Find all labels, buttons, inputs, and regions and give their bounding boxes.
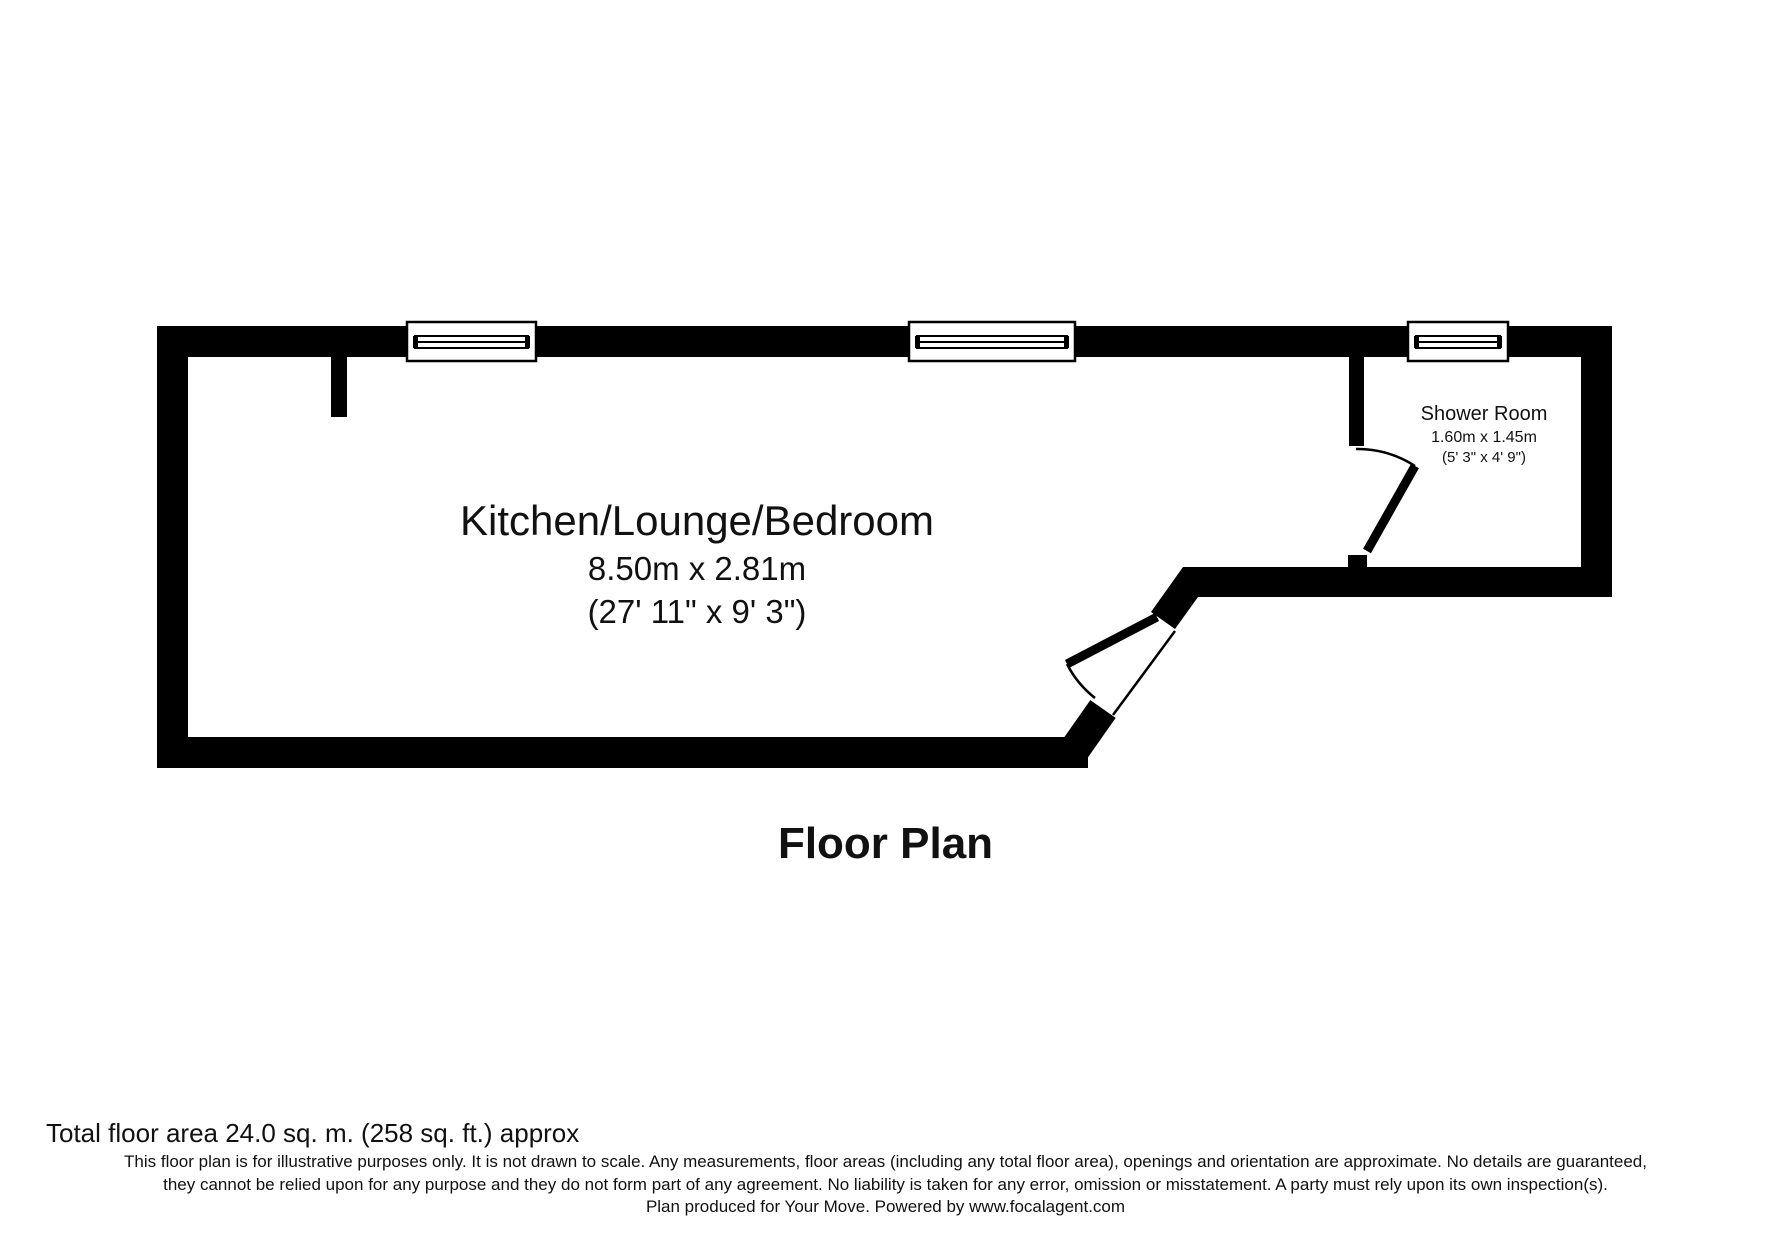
entrance-door-opening-line [1111,630,1177,716]
window-1 [405,320,538,363]
shower-room-name: Shower Room [1420,403,1548,425]
wall-partition-shower [1349,357,1364,446]
main-room-label: Kitchen/Lounge/Bedroom 8.50m x 2.81m (27… [297,496,1097,633]
disclaimer-text: This floor plan is for illustrative purp… [0,1150,1771,1196]
shower-room-dims-metric: 1.60m x 1.45m [1431,429,1537,446]
shower-room-dims-imperial: (5' 3" x 4' 9") [1442,449,1526,466]
wall-top [157,326,1612,357]
walls [157,326,1612,768]
credit-line: Plan produced for Your Move. Powered by … [645,1197,1126,1216]
wall-shower-bottom [1193,567,1612,597]
windows [405,320,1510,363]
wall-shower-door-stub [1348,555,1367,569]
shower-room-label: Shower Room 1.60m x 1.45m (5' 3" x 4' 9"… [1374,402,1594,468]
entrance-door-leaf [1064,613,1160,668]
wall-diagonal-lower [1057,700,1116,765]
entrance-door [1064,613,1177,716]
wall-bottom [157,737,1088,768]
disclaimer-line-1: This floor plan is for illustrative purp… [124,1152,1647,1171]
wall-right [1581,326,1612,597]
disclaimer-line-2: they cannot be relied upon for any purpo… [163,1175,1608,1194]
main-room-dims-metric: 8.50m x 2.81m [587,550,807,587]
window-2 [907,320,1077,363]
total-floor-area: Total floor area 24.0 sq. m. (258 sq. ft… [46,1118,580,1148]
shower-door-swing-arc [1355,447,1416,468]
wall-diagonal-upper [1151,567,1211,629]
entrance-door-swing-arc [1065,663,1096,699]
plan-title: Floor Plan [777,819,994,868]
window-3 [1406,320,1510,363]
shower-door [1355,447,1419,554]
main-room-dims-imperial: (27' 11" x 9' 3") [587,593,807,630]
main-room-name: Kitchen/Lounge/Bedroom [460,497,934,544]
shower-door-leaf [1363,463,1419,554]
wall-stub-interior [331,357,347,417]
wall-left [157,326,188,768]
